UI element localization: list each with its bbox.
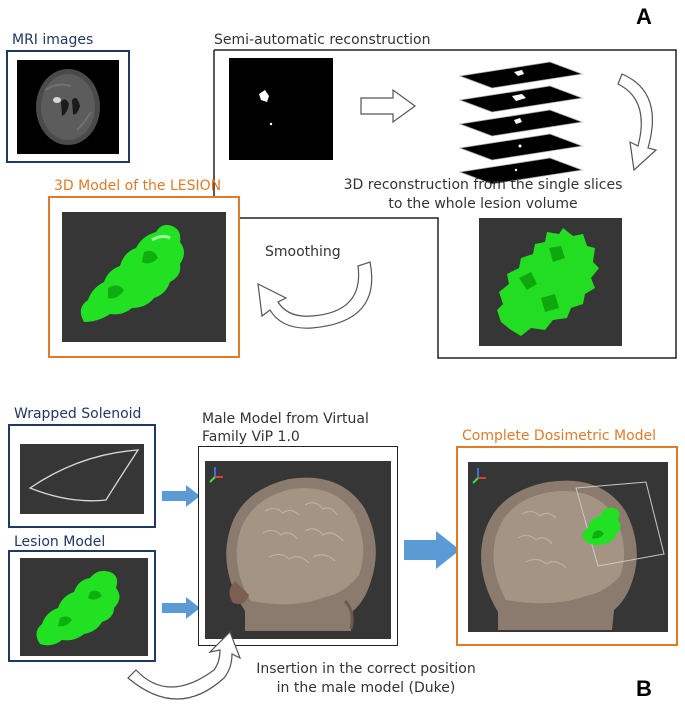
axis-triad-icon bbox=[472, 468, 486, 484]
male-model-label-line1: Male Model from Virtual bbox=[202, 411, 369, 427]
curved-arrow-down-icon bbox=[617, 73, 658, 172]
insertion-curved-arrow-icon bbox=[127, 630, 242, 700]
mri-brain-slice bbox=[36, 69, 100, 145]
male-model-frame bbox=[198, 446, 398, 646]
complete-model-view bbox=[468, 462, 668, 632]
panel-letter-a: A bbox=[636, 4, 652, 29]
reconstruction-caption: 3D reconstruction from the single slices… bbox=[290, 176, 676, 214]
lesion-model-b-label: Lesion Model bbox=[14, 534, 106, 550]
wrapped-solenoid-label: Wrapped Solenoid bbox=[14, 406, 142, 422]
complete-model-frame bbox=[456, 446, 678, 646]
smoothed-lesion-view bbox=[62, 212, 226, 342]
insertion-caption-line1: Insertion in the correct position bbox=[256, 661, 476, 677]
axis-triad-icon bbox=[209, 467, 223, 483]
solenoid-frame bbox=[8, 424, 156, 528]
binary-mask-slice bbox=[229, 58, 333, 160]
lesion-model-view bbox=[20, 558, 148, 656]
reconstruction-caption-line1: 3D reconstruction from the single slices bbox=[343, 177, 623, 193]
male-model-label: Male Model from Virtual Family ViP 1.0 bbox=[202, 410, 369, 446]
mri-image bbox=[17, 60, 119, 154]
male-model-view bbox=[205, 461, 391, 639]
mri-images-label: MRI images bbox=[12, 32, 94, 48]
blue-arrow-to-complete-icon bbox=[404, 531, 460, 569]
solenoid-wire bbox=[28, 449, 140, 502]
smoothing-curved-arrow-icon bbox=[257, 261, 373, 329]
lesion-model-frame bbox=[8, 550, 156, 662]
right-arrow-icon bbox=[360, 88, 417, 124]
raw-lesion-volume bbox=[479, 218, 622, 346]
insertion-caption: Insertion in the correct position in the… bbox=[236, 660, 496, 698]
male-model-label-line2: Family ViP 1.0 bbox=[202, 429, 300, 445]
lesion-model-label: 3D Model of the LESION bbox=[54, 178, 222, 194]
insertion-caption-line2: in the male model (Duke) bbox=[276, 680, 456, 696]
raw-lesion-shape bbox=[497, 228, 599, 336]
semi-automatic-label: Semi-automatic reconstruction bbox=[214, 32, 431, 48]
smoothed-lesion-frame bbox=[48, 196, 240, 358]
complete-model-render bbox=[472, 468, 665, 630]
smoothed-lesion-shape bbox=[80, 224, 184, 322]
reconstruction-caption-line2: to the whole lesion volume bbox=[388, 196, 578, 212]
male-head-render bbox=[209, 467, 376, 631]
smoothing-label: Smoothing bbox=[265, 244, 341, 260]
complete-model-label: Complete Dosimetric Model bbox=[462, 428, 657, 444]
panel-letter-b: B bbox=[636, 676, 652, 701]
blue-arrow-lesion-icon bbox=[162, 597, 200, 619]
lesion-mask-spot bbox=[259, 90, 273, 126]
blue-arrow-solenoid-icon bbox=[162, 485, 200, 507]
mri-image-frame bbox=[6, 50, 130, 163]
lesion-model-shape bbox=[36, 570, 120, 646]
stacked-slices bbox=[458, 61, 584, 185]
solenoid-view bbox=[20, 444, 144, 514]
